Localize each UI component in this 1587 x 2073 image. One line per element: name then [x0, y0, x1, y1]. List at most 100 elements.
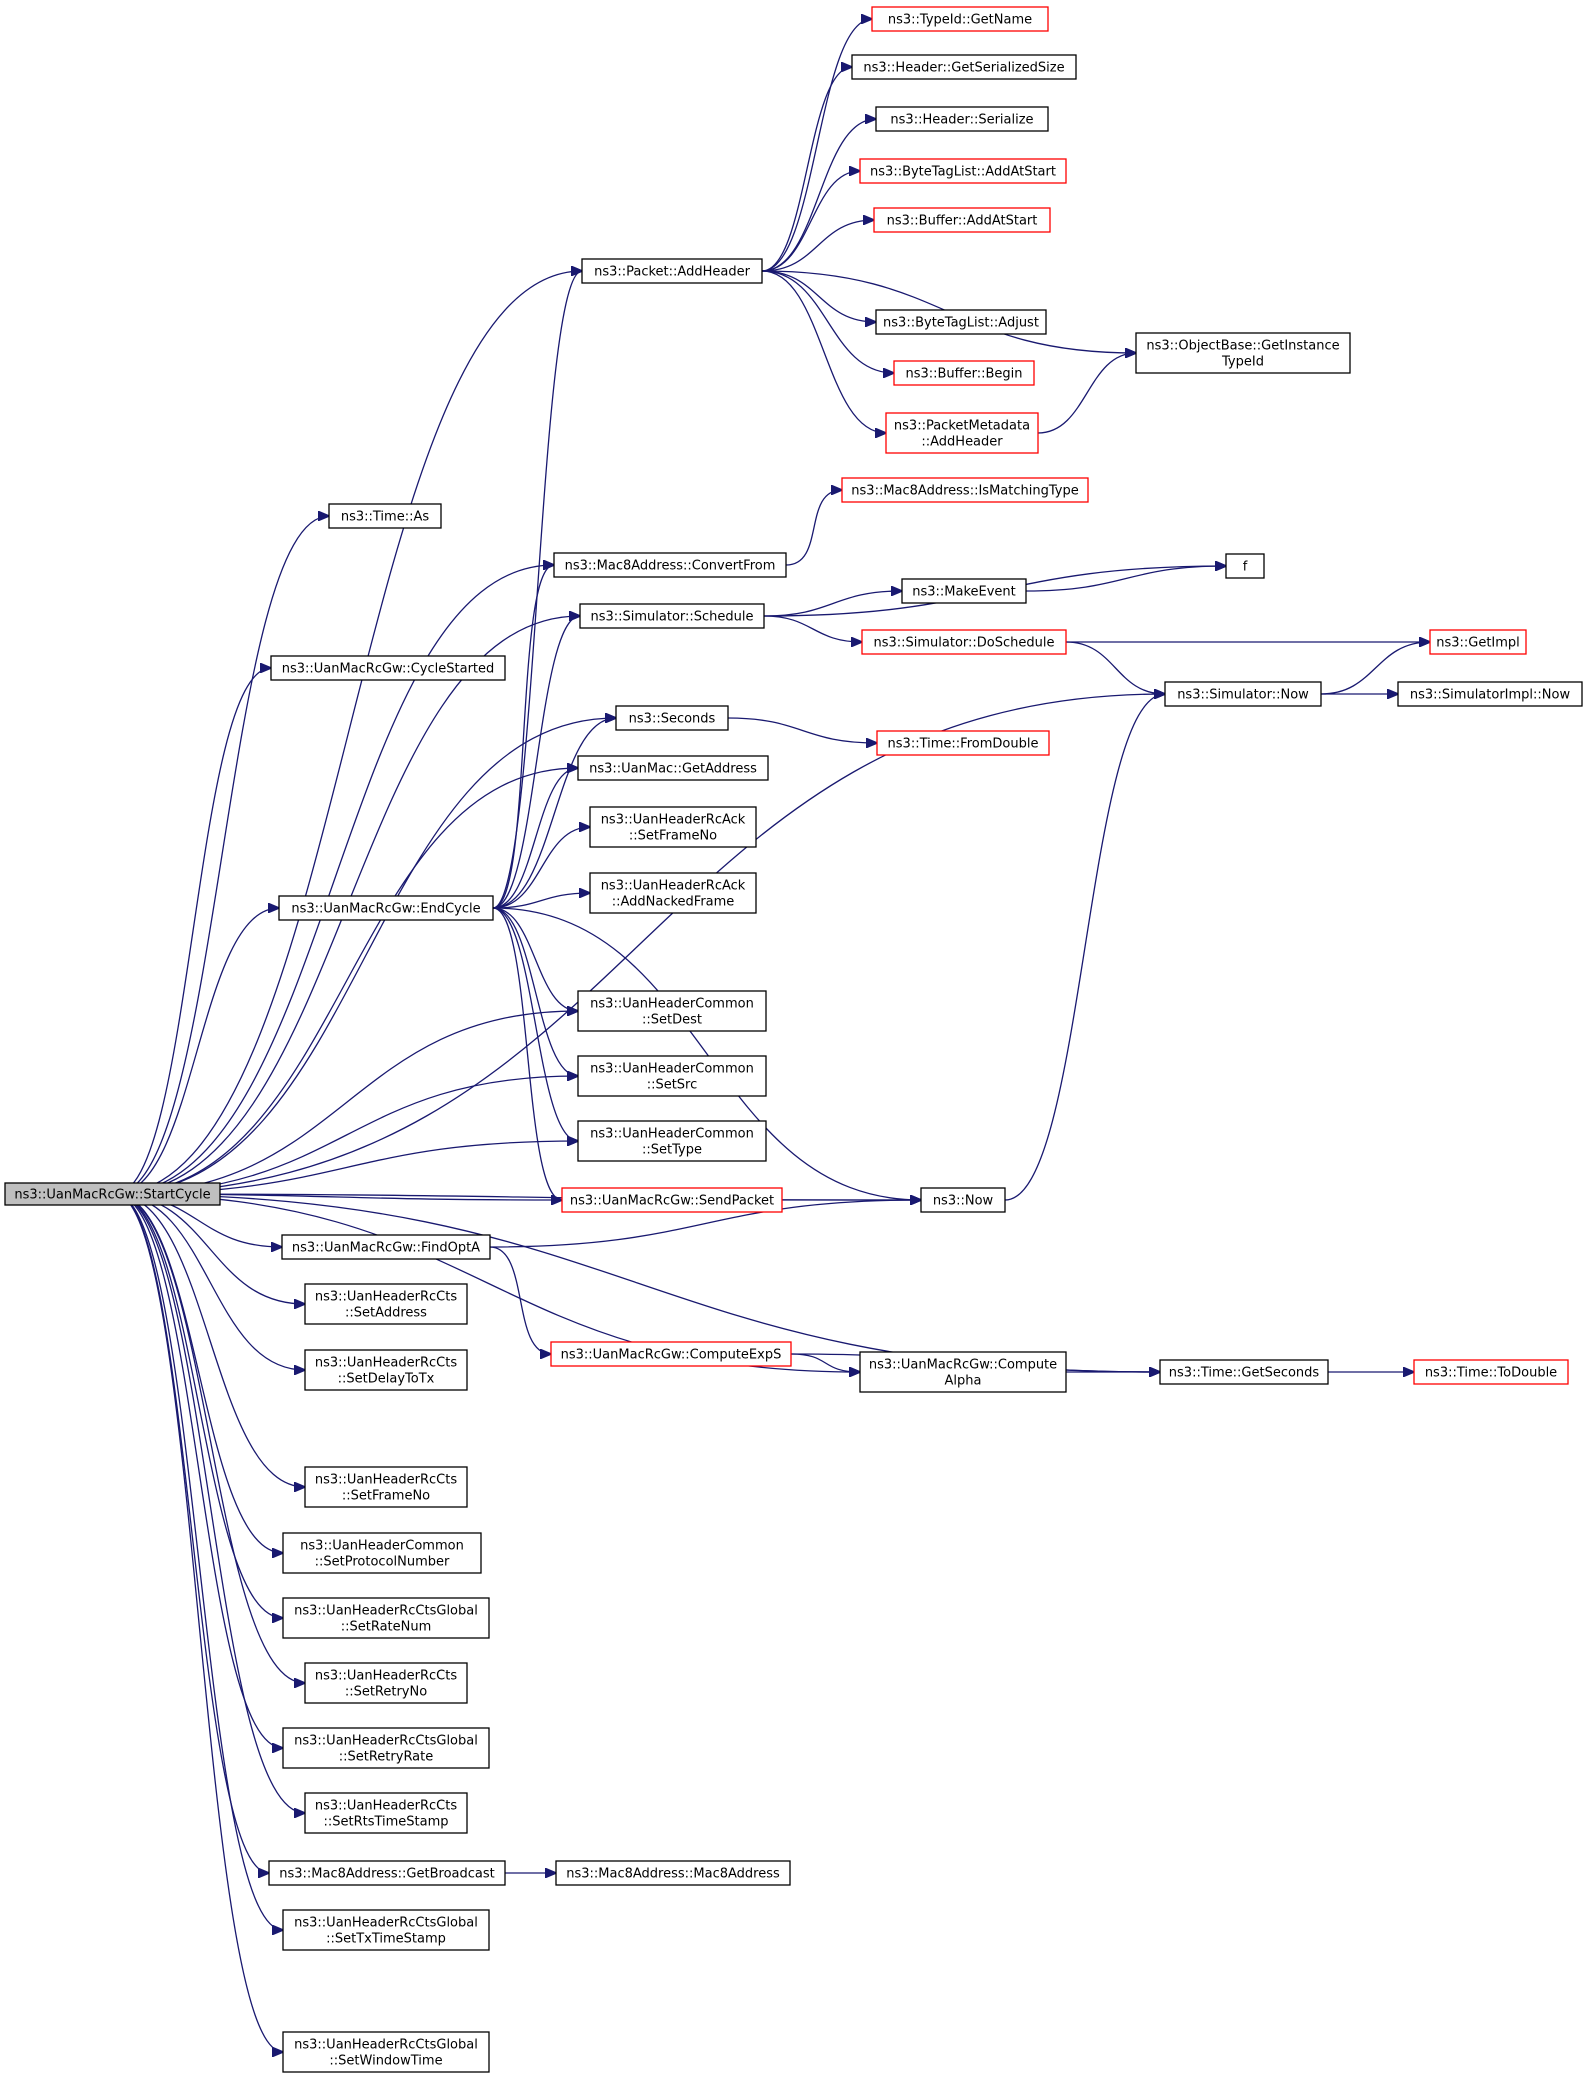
node-box	[1225, 553, 1265, 579]
node-label: ::SetType	[642, 1143, 702, 1158]
node-box	[304, 1466, 468, 1508]
node-endcycle[interactable]: ns3::UanMacRcGw::EndCycle	[278, 895, 494, 921]
node-label: ::SetAddress	[345, 1306, 427, 1321]
node-box	[589, 872, 757, 914]
node-label: ns3::Simulator::Schedule	[590, 610, 753, 625]
node-buffer_addatstart[interactable]: ns3::Buffer::AddAtStart	[873, 207, 1051, 233]
node-box	[577, 755, 769, 781]
node-time_getseconds[interactable]: ns3::Time::GetSeconds	[1159, 1359, 1329, 1385]
edge-endcycle-to-simulator_schedule	[492, 616, 580, 909]
node-label: ::SetDest	[642, 1013, 702, 1028]
node-time_as[interactable]: ns3::Time::As	[328, 503, 442, 529]
node-box	[893, 360, 1035, 386]
node-ack_addnackedframe[interactable]: ns3::UanHeaderRcAck::AddNackedFrame	[589, 872, 757, 914]
node-box	[589, 806, 757, 848]
node-label: ::SetWindowTime	[329, 2054, 442, 2069]
node-label: Alpha	[945, 1374, 982, 1389]
node-cts_setaddress[interactable]: ns3::UanHeaderRcCts::SetAddress	[304, 1283, 468, 1325]
edge-endcycle-to-common_setsrc	[492, 907, 578, 1076]
node-time_fromdouble[interactable]: ns3::Time::FromDouble	[876, 730, 1050, 756]
node-mac8_ismatchingtype[interactable]: ns3::Mac8Address::IsMatchingType	[841, 477, 1089, 503]
node-box	[304, 1283, 468, 1325]
node-bytetaglist_addatstart[interactable]: ns3::ByteTagList::AddAtStart	[859, 158, 1067, 184]
node-makeevent[interactable]: ns3::MakeEvent	[901, 578, 1027, 604]
node-seconds[interactable]: ns3::Seconds	[615, 705, 729, 731]
node-label: ::SetTxTimeStamp	[326, 1932, 446, 1947]
node-sendpacket[interactable]: ns3::UanMacRcGw::SendPacket	[561, 1187, 783, 1213]
node-label: ::SetRtsTimeStamp	[323, 1815, 448, 1830]
node-ctsg_settxtimestamp[interactable]: ns3::UanHeaderRcCtsGlobal::SetTxTimeStam…	[282, 1909, 490, 1951]
node-typeid_getname[interactable]: ns3::TypeId::GetName	[871, 6, 1049, 32]
node-mac8_convertfrom[interactable]: ns3::Mac8Address::ConvertFrom	[553, 552, 787, 578]
node-label: ns3::UanMacRcGw::Compute	[869, 1358, 1057, 1373]
node-getimpl[interactable]: ns3::GetImpl	[1429, 629, 1527, 655]
node-label: ns3::UanMacRcGw::SendPacket	[570, 1194, 774, 1209]
node-packet_addheader[interactable]: ns3::Packet::AddHeader	[581, 258, 763, 284]
node-cyclestarted[interactable]: ns3::UanMacRcGw::CycleStarted	[270, 655, 506, 681]
node-simulator_now[interactable]: ns3::Simulator::Now	[1164, 681, 1322, 707]
node-f[interactable]: f	[1225, 553, 1265, 579]
node-mac8_getbroadcast[interactable]: ns3::Mac8Address::GetBroadcast	[268, 1860, 506, 1886]
node-box	[859, 1351, 1067, 1393]
node-buffer_begin[interactable]: ns3::Buffer::Begin	[893, 360, 1035, 386]
node-header_getserializedsize[interactable]: ns3::Header::GetSerializedSize	[851, 54, 1077, 80]
node-box	[281, 1234, 491, 1260]
node-simulator_doschedule[interactable]: ns3::Simulator::DoSchedule	[861, 629, 1067, 655]
node-box	[876, 730, 1050, 756]
node-label: ns3::Mac8Address::IsMatchingType	[851, 484, 1078, 499]
node-cts_setretryno[interactable]: ns3::UanHeaderRcCts::SetRetryNo	[304, 1662, 468, 1704]
node-header_serialize[interactable]: ns3::Header::Serialize	[875, 106, 1049, 132]
node-ctsg_setratenum[interactable]: ns3::UanHeaderRcCtsGlobal::SetRateNum	[282, 1597, 490, 1639]
node-mac8_mac8address[interactable]: ns3::Mac8Address::Mac8Address	[555, 1860, 791, 1886]
node-box	[577, 990, 767, 1032]
node-label: ns3::UanMacRcGw::EndCycle	[291, 902, 480, 917]
node-box	[555, 1860, 791, 1886]
node-simulator_schedule[interactable]: ns3::Simulator::Schedule	[579, 603, 765, 629]
node-packetmetadata_addheader[interactable]: ns3::PacketMetadata::AddHeader	[885, 412, 1039, 454]
node-box	[282, 1727, 490, 1769]
node-time_todouble[interactable]: ns3::Time::ToDouble	[1413, 1359, 1569, 1385]
edge-simulator_schedule-to-simulator_doschedule	[763, 615, 862, 642]
edge-startcycle-to-common_setdest	[114, 1011, 578, 1195]
edge-startcycle-to-mac8_convertfrom	[114, 565, 554, 1195]
node-box	[304, 1792, 468, 1834]
node-common_settype[interactable]: ns3::UanHeaderCommon::SetType	[577, 1120, 767, 1162]
node-cts_setrtstimestamp[interactable]: ns3::UanHeaderRcCts::SetRtsTimeStamp	[304, 1792, 468, 1834]
node-uanmac_getaddress[interactable]: ns3::UanMac::GetAddress	[577, 755, 769, 781]
node-box	[278, 895, 494, 921]
node-box	[328, 503, 442, 529]
node-common_setdest[interactable]: ns3::UanHeaderCommon::SetDest	[577, 990, 767, 1032]
node-label: ns3::TypeId::GetName	[888, 13, 1032, 28]
edge-endcycle-to-ack_setframeno	[492, 827, 590, 909]
node-findopta[interactable]: ns3::UanMacRcGw::FindOptA	[281, 1234, 491, 1260]
node-box	[550, 1341, 792, 1367]
node-box	[1429, 629, 1527, 655]
node-startcycle[interactable]: ns3::UanMacRcGw::StartCycle	[4, 1182, 221, 1206]
node-label: ::SetProtocolNumber	[315, 1555, 450, 1570]
node-ctsg_setretryrate[interactable]: ns3::UanHeaderRcCtsGlobal::SetRetryRate	[282, 1727, 490, 1769]
edge-startcycle-to-simulator_now	[114, 694, 1165, 1195]
node-simulatorimpl_now[interactable]: ns3::SimulatorImpl::Now	[1397, 681, 1583, 707]
node-cts_setdelaytotx[interactable]: ns3::UanHeaderRcCts::SetDelayToTx	[304, 1349, 468, 1391]
node-bytetaglist_adjust[interactable]: ns3::ByteTagList::Adjust	[875, 309, 1047, 335]
node-label: ns3::UanHeaderRcAck	[601, 879, 746, 894]
node-common_setprotocolnumber[interactable]: ns3::UanHeaderCommon::SetProtocolNumber	[282, 1532, 482, 1574]
node-label: ns3::Header::Serialize	[890, 113, 1033, 128]
node-label: ns3::ByteTagList::AddAtStart	[870, 165, 1056, 180]
node-ack_setframeno[interactable]: ns3::UanHeaderRcAck::SetFrameNo	[589, 806, 757, 848]
node-box	[270, 655, 506, 681]
node-label: ns3::UanHeaderRcCts	[315, 1473, 457, 1488]
node-label: ::SetRetryRate	[339, 1750, 434, 1765]
node-ctsg_setwindowtime[interactable]: ns3::UanHeaderRcCtsGlobal::SetWindowTime	[282, 2031, 490, 2073]
node-label: ns3::ObjectBase::GetInstance	[1146, 339, 1339, 354]
node-label: ns3::UanHeaderCommon	[590, 1062, 754, 1077]
node-computeexps[interactable]: ns3::UanMacRcGw::ComputeExpS	[550, 1341, 792, 1367]
node-common_setsrc[interactable]: ns3::UanHeaderCommon::SetSrc	[577, 1055, 767, 1097]
node-now[interactable]: ns3::Now	[920, 1187, 1006, 1213]
node-label: ns3::UanHeaderRcAck	[601, 813, 746, 828]
node-cts_setframeno[interactable]: ns3::UanHeaderRcCts::SetFrameNo	[304, 1466, 468, 1508]
edge-packet_addheader-to-packetmetadata_addheader	[761, 270, 886, 433]
node-box	[577, 1055, 767, 1097]
